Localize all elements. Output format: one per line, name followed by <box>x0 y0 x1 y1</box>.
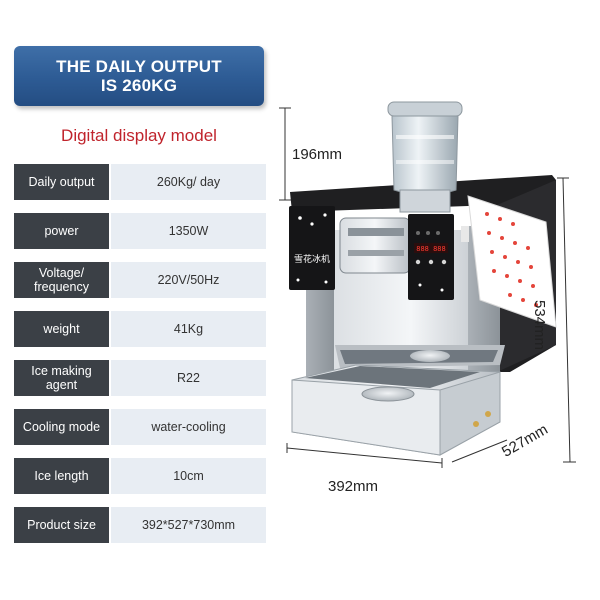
spec-label: Voltage/ frequency <box>14 262 109 298</box>
banner-line-1: THE DAILY OUTPUT <box>56 57 222 76</box>
spec-label: Ice length <box>14 458 109 494</box>
machine-illustration: 雪花冰机 888 888 <box>279 101 576 468</box>
spec-label: Ice making agent <box>14 360 109 396</box>
control-panel: 888 888 <box>408 214 454 300</box>
spec-row-weight: weight 41Kg <box>14 311 266 347</box>
spec-label: weight <box>14 311 109 347</box>
dimension-lines <box>279 107 576 468</box>
spec-value: 1350W <box>109 213 266 249</box>
spec-label: Product size <box>14 507 109 543</box>
drip-tray <box>335 345 505 368</box>
side-decal <box>467 195 557 328</box>
daily-output-banner: THE DAILY OUTPUT IS 260KG <box>14 46 264 106</box>
spec-value: 220V/50Hz <box>109 262 266 298</box>
spec-row-voltage: Voltage/ frequency 220V/50Hz <box>14 262 266 298</box>
shaving-drum <box>339 217 411 274</box>
spec-label: Cooling mode <box>14 409 109 445</box>
dimension-height-label: 534mm <box>531 300 548 351</box>
panel-logo: 雪花冰机 <box>294 253 330 265</box>
dimension-top-label: 196mm <box>292 146 343 163</box>
machine-base <box>291 364 501 456</box>
digital-display: 888 888 <box>416 245 446 253</box>
spec-label: Daily output <box>14 164 109 200</box>
spec-value: 10cm <box>109 458 266 494</box>
spec-row-ice-agent: Ice making agent R22 <box>14 360 266 396</box>
spec-label: power <box>14 213 109 249</box>
spec-row-cooling-mode: Cooling mode water-cooling <box>14 409 266 445</box>
spec-value: water-cooling <box>109 409 266 445</box>
ice-bucket <box>387 101 463 213</box>
left-panel: 雪花冰机 <box>289 206 335 290</box>
spec-row-power: power 1350W <box>14 213 266 249</box>
spec-value: 41Kg <box>109 311 266 347</box>
spec-value: 392*527*730mm <box>109 507 266 543</box>
model-subtitle: Digital display model <box>61 126 217 145</box>
spec-value: R22 <box>109 360 266 396</box>
spec-row-product-size: Product size 392*527*730mm <box>14 507 266 543</box>
spec-row-daily-output: Daily output 260Kg/ day <box>14 164 266 200</box>
spec-row-ice-length: Ice length 10cm <box>14 458 266 494</box>
dimension-width-label: 392mm <box>328 478 379 495</box>
spec-value: 260Kg/ day <box>109 164 266 200</box>
banner-line-2: IS 260KG <box>100 76 178 95</box>
